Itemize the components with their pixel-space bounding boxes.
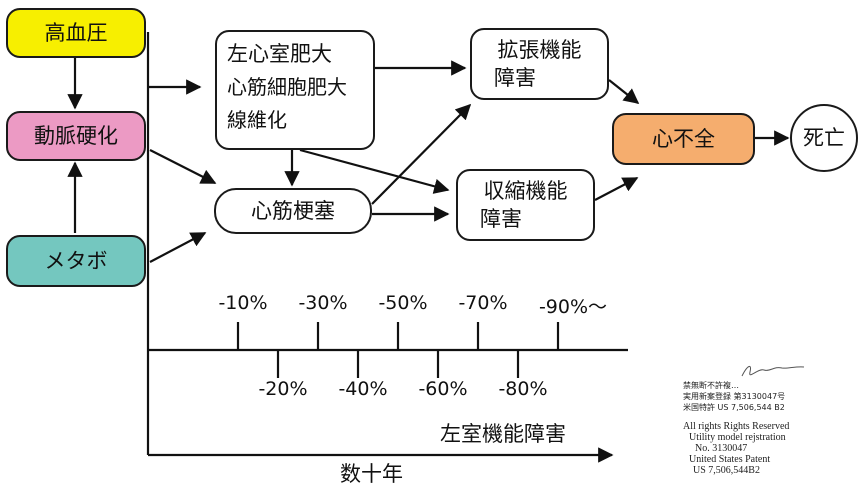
node-arteriosclerosis-label: 動脈硬化 — [34, 123, 118, 148]
legal-en-line: US 7,506,544B2 — [693, 465, 760, 476]
node-diastolic: 拡張機能 障害 — [470, 28, 609, 100]
signature-mark — [741, 366, 805, 377]
legal-jp-line: 米国特許 US 7,506,544 B2 — [683, 403, 785, 412]
scale-top-label: -90%～ — [538, 296, 608, 318]
arrow-diastolic-to-heart-failure — [608, 79, 640, 104]
arrow-systolic-to-heart-failure — [594, 177, 639, 201]
node-infarction: 心筋梗塞 — [214, 188, 372, 234]
node-hypertension-label: 高血圧 — [44, 20, 108, 45]
node-metabolic-label: メタボ — [44, 248, 108, 273]
legal-jp-line: 実用新案登録 第3130047号 — [683, 392, 786, 401]
scale-top-label: -30% — [298, 292, 348, 314]
legal-en-line: Utility model rejstration — [689, 432, 786, 443]
legal-en-line: No. 3130047 — [695, 443, 748, 454]
node-metabolic: メタボ — [6, 235, 146, 287]
scale-title: 左室機能障害 — [440, 422, 566, 446]
node-systolic-line: 障害 — [480, 207, 522, 231]
node-heart-failure: 心不全 — [612, 113, 755, 165]
scale-bottom-label: -60% — [418, 378, 468, 400]
arrow-infarction-to-diastolic — [371, 103, 472, 205]
legal-notice: 禁無断不許複… 実用新案登録 第3130047号 米国特許 US 7,506,5… — [683, 360, 853, 476]
node-diastolic-line: 障害 — [494, 66, 536, 90]
node-arteriosclerosis: 動脈硬化 — [6, 111, 146, 161]
node-lvh: 左心室肥大 心筋細胞肥大 線維化 — [215, 30, 375, 150]
node-lvh-line: 左心室肥大 — [227, 42, 332, 66]
scale-top-label: -10% — [218, 292, 268, 314]
scale-top-label: -50% — [378, 292, 428, 314]
arrow-metabolic-to-infarction — [149, 232, 207, 263]
node-hypertension: 高血圧 — [6, 8, 146, 58]
node-systolic-line: 収縮機能 — [483, 179, 568, 203]
arrow-lvh-to-systolic — [299, 148, 450, 194]
time-axis-label: 数十年 — [340, 462, 403, 486]
scale-bottom-label: -40% — [338, 378, 388, 400]
scale-bottom-label: -80% — [498, 378, 548, 400]
scale-bottom-label: -20% — [258, 378, 308, 400]
node-lvh-line: 心筋細胞肥大 — [227, 75, 347, 99]
legal-jp-line: 禁無断不許複… — [683, 381, 739, 390]
node-lvh-line: 線維化 — [227, 108, 287, 132]
legal-en-line: United States Patent — [689, 454, 771, 465]
node-diastolic-line: 拡張機能 — [497, 38, 582, 62]
node-death-label: 死亡 — [803, 125, 845, 150]
arrow-arteriosclerosis-to-infarction — [149, 149, 217, 184]
legal-en-line: All rights Rights Reserved — [683, 421, 790, 432]
node-infarction-label: 心筋梗塞 — [251, 198, 335, 223]
node-death: 死亡 — [790, 104, 858, 172]
scale-top-label: -70% — [458, 292, 508, 314]
node-heart-failure-label: 心不全 — [652, 126, 715, 151]
node-systolic: 収縮機能 障害 — [456, 169, 595, 241]
